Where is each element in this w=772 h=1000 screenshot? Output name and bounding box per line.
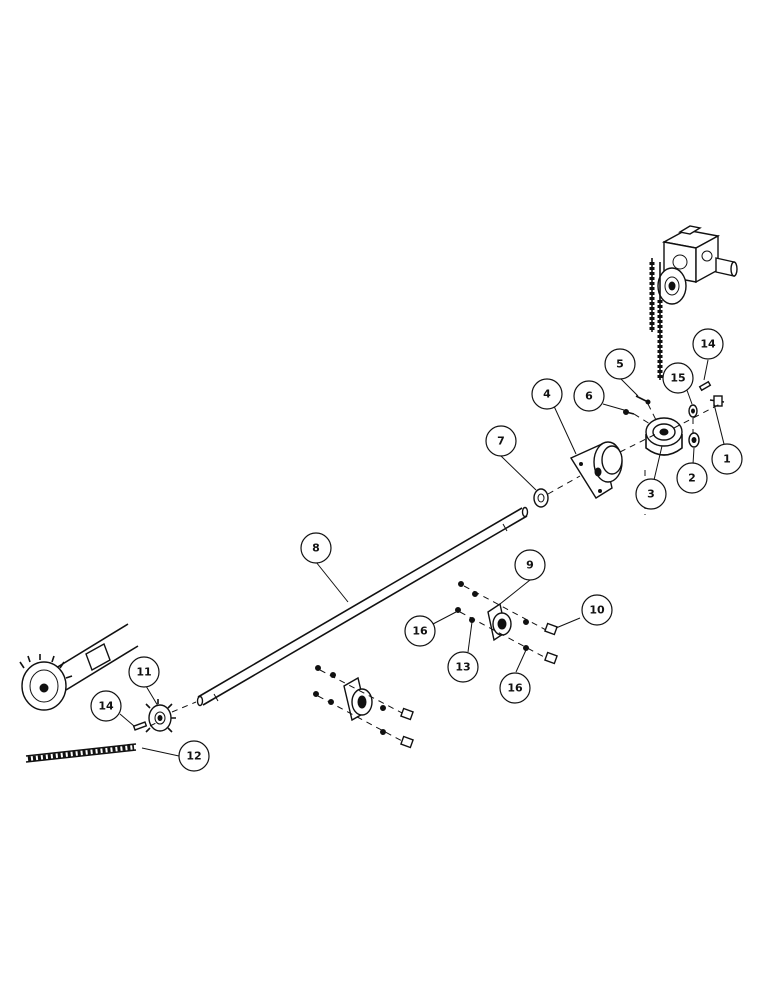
bolt-6 — [623, 409, 635, 415]
callout-4-label: 4 — [543, 388, 551, 401]
callout-16-right-label: 16 — [507, 682, 523, 695]
callout-12-label: 12 — [186, 750, 201, 763]
pillow-block-bearing-left — [343, 676, 373, 722]
locking-collar-7 — [533, 488, 549, 508]
main-shaft-8 — [196, 506, 529, 707]
callout-11-label: 11 — [136, 666, 151, 679]
callout-8: 8 — [300, 532, 332, 564]
callout-10: 10 — [581, 594, 613, 626]
callout-3-label: 3 — [647, 488, 655, 501]
callout-13-label: 13 — [455, 661, 470, 674]
callout-14-upper-label: 14 — [700, 338, 716, 351]
callout-9-label: 9 — [526, 559, 534, 572]
callout-2: 2 — [676, 462, 708, 494]
callout-12: 12 — [178, 740, 210, 772]
callout-7: 7 — [485, 425, 517, 457]
upper-drive-chain — [649, 258, 663, 380]
lower-alignment-lines — [149, 701, 197, 727]
cotter-pin-5 — [635, 395, 651, 405]
callout-16-right: 16 — [499, 672, 531, 704]
callout-15: 15 — [662, 362, 694, 394]
callout-4: 4 — [531, 378, 563, 410]
callout-13: 13 — [447, 651, 479, 683]
key-14-upper — [698, 380, 712, 392]
callout-6-label: 6 — [585, 390, 593, 403]
pillow-block-bearing-9 — [487, 602, 512, 642]
callout-5-label: 5 — [616, 358, 624, 371]
callout-8-label: 8 — [312, 542, 320, 555]
bolt-1 — [709, 395, 725, 407]
bearing-9-hardware — [455, 581, 558, 665]
callout-16-left-label: 16 — [412, 625, 428, 638]
callout-5: 5 — [604, 348, 636, 380]
roller-chain-12 — [25, 743, 137, 763]
callout-1-label: 1 — [723, 453, 731, 466]
reel-shaft-and-sprocket — [19, 623, 139, 711]
gearbox-sprocket — [657, 267, 687, 305]
drive-sprocket-11 — [145, 699, 176, 733]
key-14-lower — [132, 721, 148, 731]
washer-15 — [688, 404, 698, 418]
callout-7-label: 7 — [497, 435, 505, 448]
callout-11: 11 — [128, 656, 160, 688]
callout-14-upper: 14 — [692, 328, 724, 360]
callout-15-label: 15 — [670, 372, 685, 385]
left-bearing-hardware — [313, 665, 414, 749]
callout-9: 9 — [514, 549, 546, 581]
callout-10-label: 10 — [589, 604, 605, 617]
callout-3: 3 — [635, 478, 667, 510]
callout-6: 6 — [573, 380, 605, 412]
callout-2-label: 2 — [688, 472, 696, 485]
leader-lines — [119, 359, 725, 757]
bearing-flange-4 — [569, 441, 623, 499]
callout-14-lower-label: 14 — [98, 700, 114, 713]
callout-14-lower: 14 — [90, 690, 122, 722]
callout-16-left: 16 — [404, 615, 436, 647]
washer-2 — [688, 432, 700, 448]
callout-1: 1 — [711, 443, 743, 475]
upper-sprocket-3 — [645, 417, 683, 456]
